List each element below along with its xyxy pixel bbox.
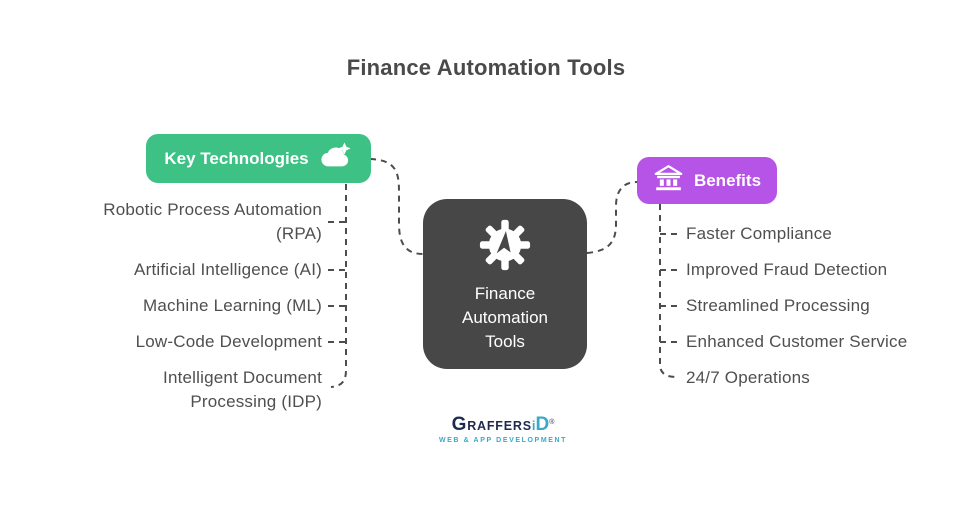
cloud-sparkle-icon xyxy=(319,141,353,176)
benefit-item-operations: 24/7 Operations xyxy=(686,368,810,387)
key-technologies-badge: Key Technologies xyxy=(146,134,371,183)
technology-item-rpa: Robotic Process Automation (RPA) xyxy=(103,200,322,243)
page-title: Finance Automation Tools xyxy=(346,55,626,80)
logo-brand-text: GRAFFERSiD® xyxy=(438,413,568,436)
benefit-item-processing: Streamlined Processing xyxy=(686,296,870,315)
benefit-item-fraud: Improved Fraud Detection xyxy=(686,260,888,279)
technology-item-ml: Machine Learning (ML) xyxy=(142,296,322,315)
connector-right-spine xyxy=(659,204,678,378)
center-node-label: Finance Automation Tools xyxy=(462,284,548,351)
connector-right-curve xyxy=(586,181,638,254)
key-technologies-label: Key Technologies xyxy=(164,148,309,168)
benefits-badge: Benefits xyxy=(637,157,777,204)
technology-item-idp: Intelligent Document Processing (IDP) xyxy=(163,368,322,411)
logo-brand-accent: iD xyxy=(531,414,550,436)
registered-mark: ® xyxy=(549,419,555,426)
logo-tagline: WEB & APP DEVELOPMENT xyxy=(438,437,568,445)
benefit-item-compliance: Faster Compliance xyxy=(686,224,833,243)
connector-left-curve xyxy=(369,158,424,255)
technology-item-lowcode: Low-Code Development xyxy=(135,332,322,351)
center-node: Finance Automation Tools xyxy=(423,199,587,369)
brand-logo: GRAFFERSiD® WEB & APP DEVELOPMENT xyxy=(438,413,568,445)
logo-tagline-row: WEB & APP DEVELOPMENT xyxy=(438,437,568,444)
benefit-item-customer: Enhanced Customer Service xyxy=(686,332,908,351)
gear-cursor-icon xyxy=(479,219,531,276)
connector-left-spine xyxy=(330,184,347,388)
technology-item-ai: Artificial Intelligence (AI) xyxy=(134,260,322,279)
bank-icon xyxy=(653,164,684,197)
logo-brand-primary: GRAFFERS xyxy=(451,414,532,436)
benefits-label: Benefits xyxy=(693,170,762,190)
